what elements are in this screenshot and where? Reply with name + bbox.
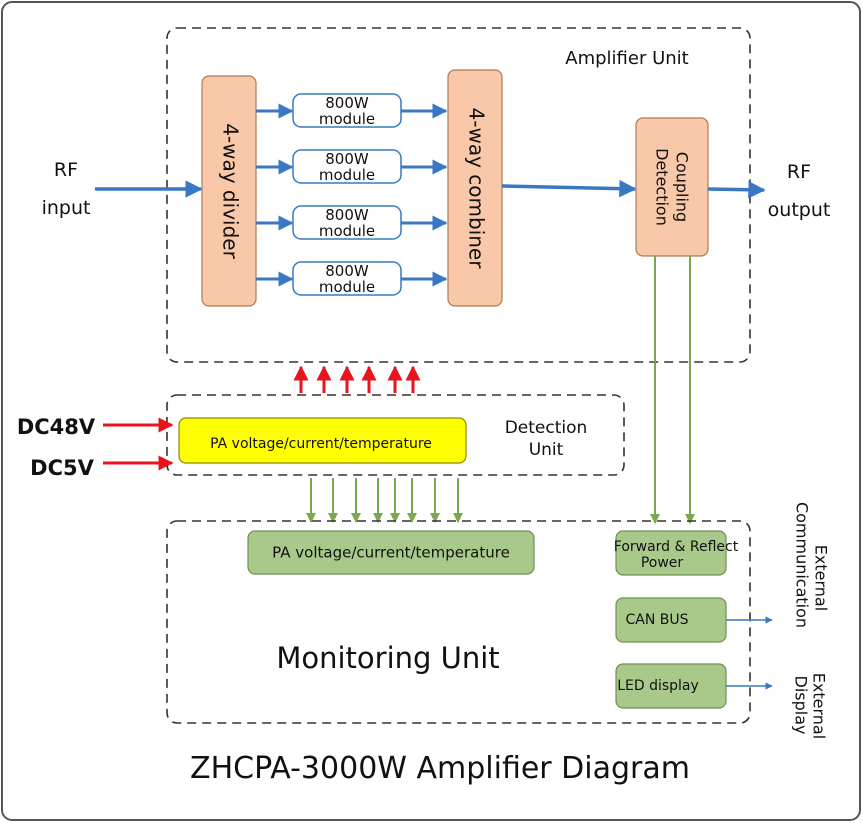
module-label-line2: module (319, 222, 375, 240)
forward-reflect-label-line1: Forward & Reflect (614, 539, 739, 555)
external-display-line2: Display (792, 676, 811, 735)
module-label-line1: 800W (325, 262, 369, 280)
monitoring-pa-box (247, 530, 535, 575)
module-block-4: 800W module (292, 261, 402, 296)
module-label-line2: module (319, 110, 375, 128)
coupling-detection-block (635, 117, 709, 257)
detection-unit-container (166, 394, 625, 476)
led-display-label: LED display (617, 678, 699, 694)
power-supply-arrows (293, 365, 421, 393)
combiner-block (447, 69, 503, 307)
monitoring-pa-label: PA voltage/current/temperature (272, 544, 510, 562)
external-display-line1: External (810, 673, 829, 739)
rf-input-label-line1: RF (54, 159, 78, 181)
rf-input-label-line2: input (42, 197, 91, 219)
amplifier-unit-label: Amplifier Unit (565, 48, 688, 69)
module-label-line2: module (319, 278, 375, 296)
detection-to-monitoring-arrows (306, 478, 463, 523)
module-block-3: 800W module (292, 205, 402, 240)
external-communication-line2: Communication (793, 502, 812, 628)
rf-output-label-line1: RF (787, 161, 811, 183)
combiner-to-coupling-arrow (501, 179, 637, 198)
external-communication-line1: External (812, 545, 831, 611)
divider-block (201, 75, 257, 307)
detection-pa-label: PA voltage/current/temperature (210, 436, 432, 452)
forward-reflect-label-line2: Power (641, 555, 684, 571)
coupling-label-line1: Coupling (673, 152, 692, 222)
dc5v-label: DC5V (30, 456, 94, 480)
detection-pa-box (178, 417, 467, 464)
detection-unit-label-line1: Detection (505, 418, 588, 438)
detection-unit-label-line2: Unit (529, 440, 564, 460)
dc48v-label: DC48V (17, 415, 96, 439)
module-block-2: 800W module (292, 149, 402, 184)
module-label-line2: module (319, 166, 375, 184)
diagram-title: ZHCPA-3000W Amplifier Diagram (190, 751, 690, 786)
rf-output-label-line2: output (768, 199, 831, 221)
combiner-label: 4-way combiner (465, 108, 489, 270)
module-label-line1: 800W (325, 206, 369, 224)
module-block-1: 800W module (292, 93, 402, 128)
rf-output-arrow (707, 180, 766, 199)
monitoring-unit-label: Monitoring Unit (276, 641, 499, 675)
can-bus-label: CAN BUS (625, 612, 688, 628)
coupling-label-line2: Detection (653, 148, 672, 226)
module-label-line1: 800W (325, 94, 369, 112)
monitoring-unit-container (166, 520, 751, 724)
forward-reflect-box (615, 530, 727, 576)
module-label-line1: 800W (325, 150, 369, 168)
divider-label: 4-way divider (219, 123, 243, 259)
